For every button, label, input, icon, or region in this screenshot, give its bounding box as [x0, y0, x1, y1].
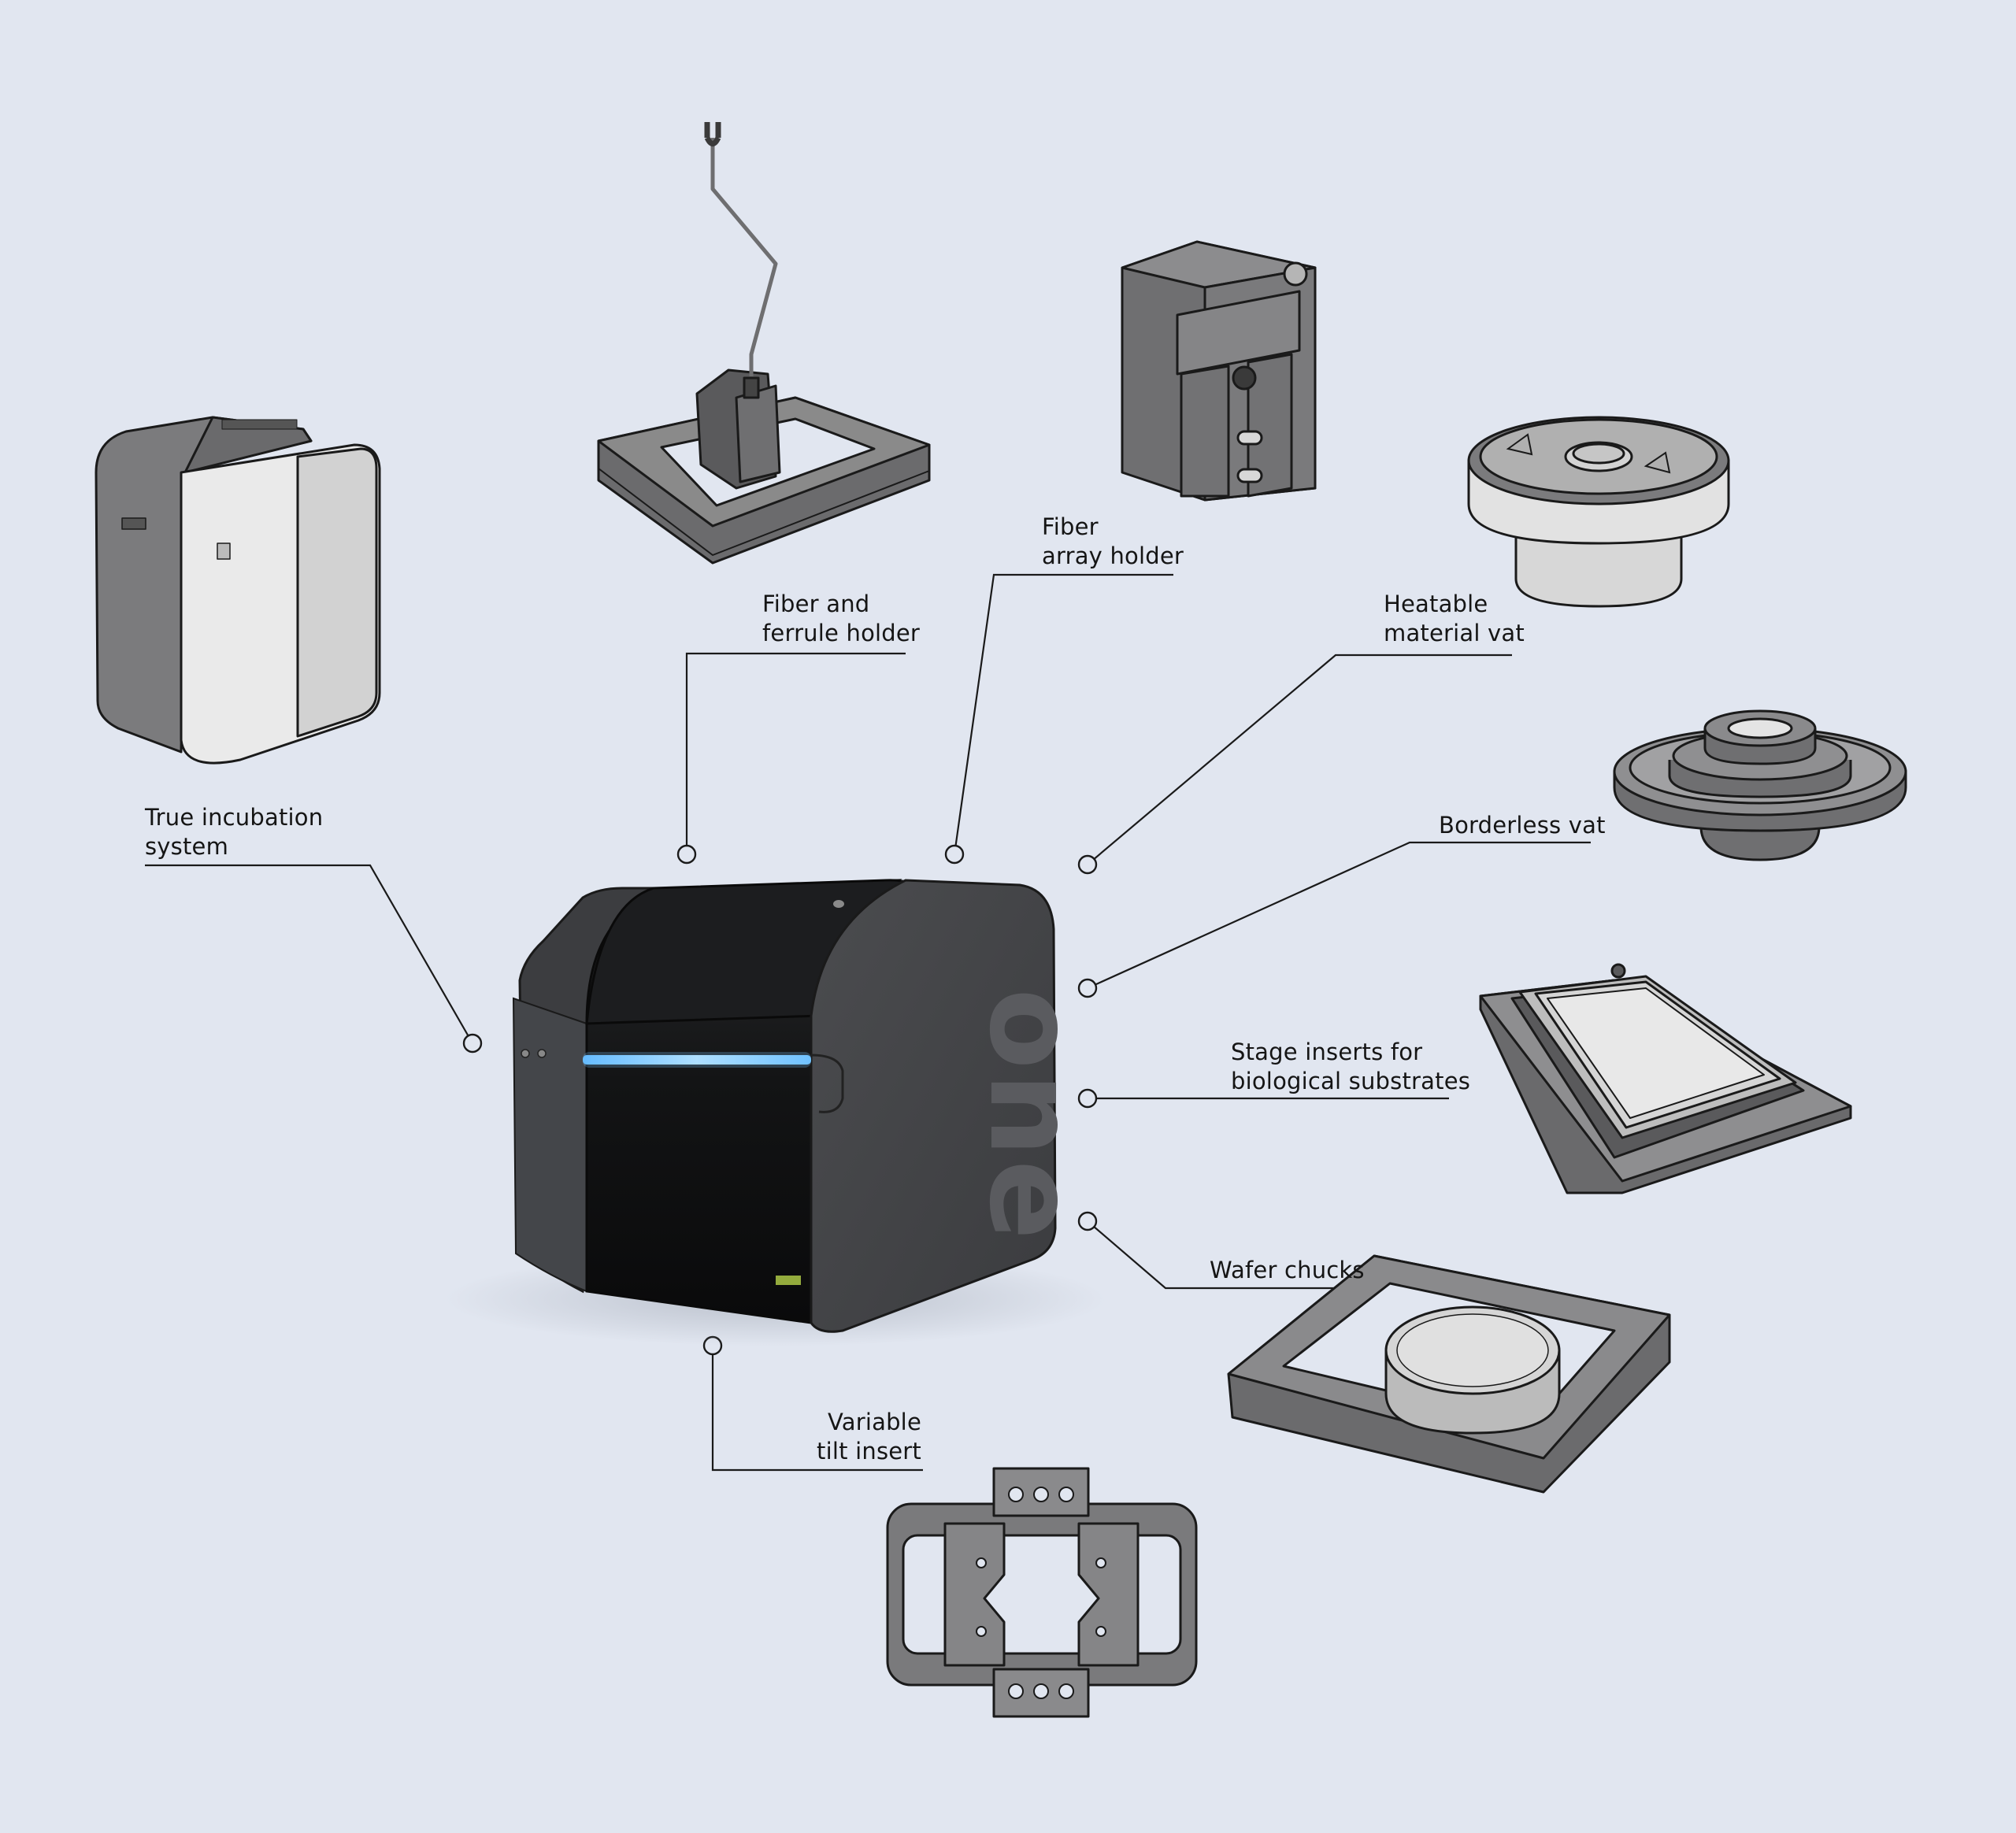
label-stage-inserts: Stage inserts for biological substrates — [1231, 1038, 1470, 1096]
fiber-array-holder-illustration — [1121, 240, 1317, 502]
incubation-system-illustration — [94, 416, 381, 765]
fiber-ferrule-holder-illustration — [597, 122, 931, 565]
label-line: Fiber and — [762, 591, 870, 617]
label-fiber-array-holder: Fiber array holder — [1042, 513, 1184, 571]
label-line: Heatable — [1384, 591, 1488, 617]
borderless-vat-illustration — [1613, 709, 1907, 861]
leader-tilt-insert — [711, 1346, 923, 1472]
leader-borderless-vat — [1087, 841, 1591, 990]
leader-fiber-ferrule — [685, 652, 906, 854]
leader-fiber-array — [953, 573, 1173, 855]
label-line: True incubation — [145, 804, 324, 831]
label-line: material vat — [1384, 620, 1525, 646]
label-line: system — [145, 833, 229, 860]
label-line: biological substrates — [1231, 1068, 1471, 1094]
heatable-vat-illustration — [1467, 416, 1730, 608]
label-incubation-system: True incubation system — [145, 803, 323, 861]
printer-brand-text: one — [963, 988, 1100, 1243]
label-fiber-ferrule-holder: Fiber and ferrule holder — [762, 590, 920, 648]
stage-inserts-illustration — [1479, 963, 1852, 1194]
leader-wafer-chucks — [1087, 1220, 1353, 1290]
printer-illustration — [445, 879, 1106, 1346]
leader-incubation — [145, 864, 473, 1044]
label-line: Stage inserts for — [1231, 1039, 1423, 1065]
label-borderless-vat: Borderless vat — [1439, 811, 1606, 840]
label-line: tilt insert — [817, 1438, 921, 1465]
label-line: ferrule holder — [762, 620, 921, 646]
label-heatable-vat: Heatable material vat — [1384, 590, 1525, 648]
label-line: array holder — [1042, 542, 1184, 569]
label-line: Wafer chucks — [1210, 1257, 1365, 1283]
label-line: Fiber — [1042, 513, 1099, 540]
label-wafer-chucks: Wafer chucks — [1210, 1256, 1365, 1285]
label-tilt-insert: Variable tilt insert — [788, 1408, 921, 1466]
label-line: Variable — [827, 1409, 921, 1435]
leader-dots — [462, 844, 1098, 1356]
leader-heatable-vat — [1087, 654, 1512, 865]
tilt-insert-illustration — [886, 1467, 1198, 1718]
label-line: Borderless vat — [1439, 812, 1606, 839]
wafer-chucks-illustration — [1227, 1254, 1671, 1494]
leader-lines — [145, 573, 1591, 1472]
